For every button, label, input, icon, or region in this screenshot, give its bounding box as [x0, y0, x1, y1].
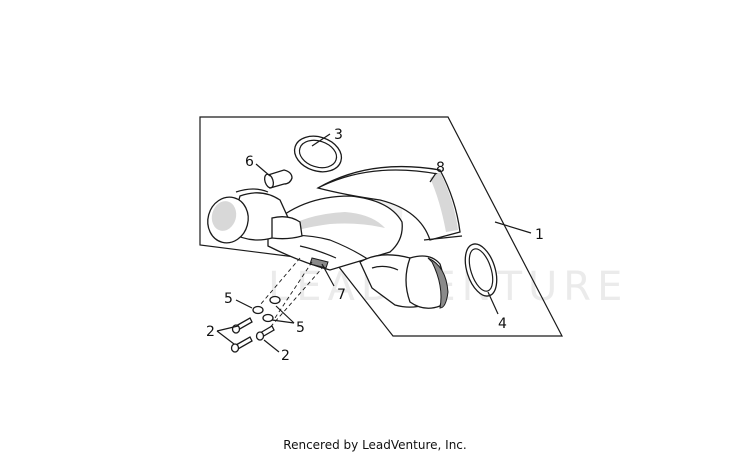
callout-8: 8 — [436, 160, 445, 176]
part-8-cover — [316, 165, 463, 241]
callout-4: 4 — [498, 316, 507, 332]
part-5-washers — [252, 295, 281, 323]
right-lamp-pod — [359, 254, 449, 309]
callout-7: 7 — [337, 287, 346, 303]
part-4-lens-ring — [464, 243, 498, 297]
callout-6: 6 — [245, 154, 254, 170]
watermark-text: LEADVENTURE — [268, 264, 628, 310]
callout-5a: 5 — [224, 291, 233, 307]
left-lamp-pod — [207, 188, 303, 244]
callout-1: 1 — [535, 227, 544, 243]
callout-5b: 5 — [296, 320, 305, 336]
part-3-lens-ring — [293, 135, 343, 173]
part-6-bulb — [263, 169, 293, 189]
assembly-outline — [199, 116, 563, 337]
part-2-screws — [230, 317, 275, 353]
footer-credit: Rencered by LeadVenture, Inc. — [283, 438, 467, 452]
callout-3: 3 — [334, 127, 343, 143]
callout-2b: 2 — [281, 348, 290, 364]
leader-lines — [216, 133, 532, 353]
callout-2a: 2 — [206, 324, 215, 340]
